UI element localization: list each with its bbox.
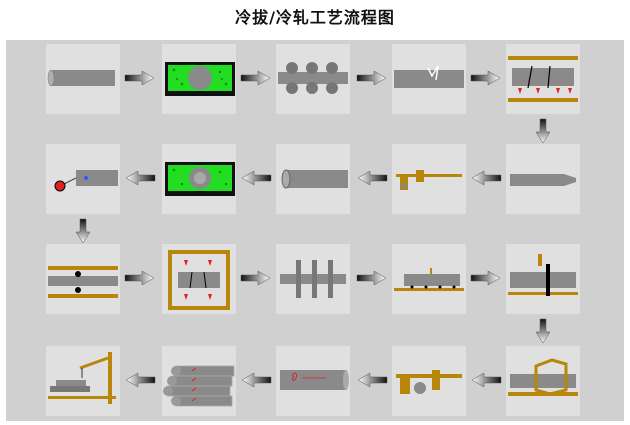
arrow-right-7 bbox=[356, 270, 388, 290]
step-caliper-measure bbox=[392, 346, 466, 416]
step-pipe-open-end bbox=[276, 144, 350, 214]
cutting-saw-icon bbox=[508, 254, 578, 296]
pipe-bundle-icon bbox=[163, 365, 235, 407]
arrow-left-6 bbox=[240, 372, 272, 392]
pipe-open-end-icon bbox=[281, 169, 348, 189]
arrow-left-4 bbox=[470, 170, 502, 190]
furnace-green-icon bbox=[165, 62, 235, 96]
pointed-pipe-icon bbox=[510, 174, 576, 186]
arrow-left-8 bbox=[470, 372, 502, 392]
step-cutting bbox=[506, 244, 580, 314]
arrow-right-2 bbox=[240, 70, 272, 90]
pipe-heating-red-arrows-icon bbox=[508, 56, 578, 102]
step-marked-pipe bbox=[276, 346, 350, 416]
step-pipe-on-table bbox=[392, 244, 466, 314]
furnace-green-icon bbox=[165, 162, 235, 196]
annealing-box-icon bbox=[168, 250, 230, 310]
step-pipe-heating bbox=[506, 44, 580, 114]
arrow-left-7 bbox=[356, 372, 388, 392]
step-furnace-1 bbox=[162, 44, 236, 114]
roller-straightening-icon bbox=[278, 62, 348, 94]
step-annealing bbox=[162, 244, 236, 314]
straightening-rollers-icon bbox=[280, 260, 346, 298]
caliper-inspection-icon bbox=[396, 170, 462, 190]
arrow-down-3 bbox=[535, 318, 551, 348]
flow-diagram-panel bbox=[6, 40, 624, 421]
arrow-left-1 bbox=[124, 170, 156, 190]
arrow-left-2 bbox=[240, 170, 272, 190]
step-pipe-in-box bbox=[506, 346, 580, 416]
step-pipe-pickling bbox=[46, 144, 120, 214]
step-pipe-bundle bbox=[162, 346, 236, 416]
arrow-right-8 bbox=[470, 270, 502, 290]
step-straightening bbox=[276, 244, 350, 314]
page-title: 冷拔/冷轧工艺流程图 bbox=[235, 8, 395, 27]
pipe-in-box-icon bbox=[508, 358, 578, 396]
step-roller-straightening bbox=[276, 44, 350, 114]
arrow-left-5 bbox=[124, 372, 156, 392]
arrow-right-6 bbox=[240, 270, 272, 290]
arrow-down-2 bbox=[75, 218, 91, 248]
step-caliper-inspection bbox=[392, 144, 466, 214]
cracked-pipe-icon bbox=[394, 65, 464, 88]
step-furnace-2 bbox=[162, 144, 236, 214]
arrow-right-5 bbox=[124, 270, 156, 290]
pipe-on-table-icon bbox=[394, 268, 464, 291]
step-pointed-pipe bbox=[506, 144, 580, 214]
arrow-right-3 bbox=[356, 70, 388, 90]
arrow-left-3 bbox=[356, 170, 388, 190]
step-crane-loading bbox=[46, 346, 120, 416]
arrow-right-1 bbox=[124, 70, 156, 90]
step-cold-drawing bbox=[46, 244, 120, 314]
pipe-pickling-tank-icon bbox=[54, 170, 118, 192]
arrow-down-1 bbox=[535, 118, 551, 148]
arrow-right-4 bbox=[470, 70, 502, 90]
step-cracked-pipe bbox=[392, 44, 466, 114]
crane-loading-icon bbox=[48, 352, 116, 404]
caliper-measure-icon bbox=[396, 370, 462, 394]
marked-pipe-icon bbox=[280, 370, 349, 390]
step-pipe-blank bbox=[46, 44, 120, 114]
cold-drawing-die-icon bbox=[48, 266, 118, 298]
pipe-blank-icon bbox=[47, 69, 115, 87]
